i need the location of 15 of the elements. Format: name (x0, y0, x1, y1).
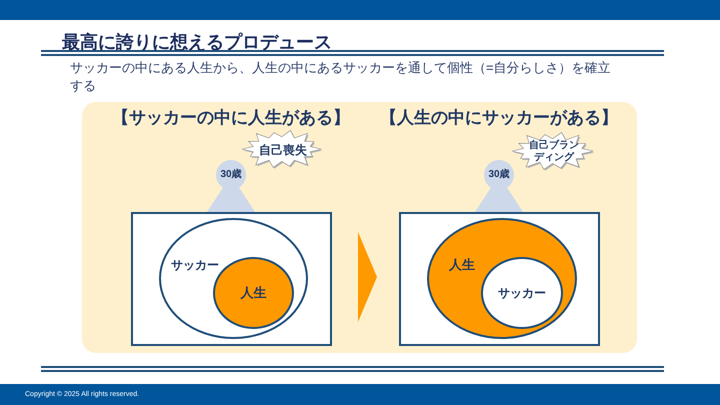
diagram-frame (131, 212, 332, 346)
ellipse-label: 人生 (240, 285, 266, 301)
section-heading: 【サッカーの中に人生がある】 (112, 107, 350, 129)
age-label: 30歳 (220, 169, 242, 181)
comparison-panel (82, 102, 637, 353)
callout-text: 自己喪失 (259, 142, 307, 158)
ellipse-label: サッカー (498, 285, 546, 301)
callout-text: 自己ブランディング (528, 140, 580, 164)
chevron-arrow (358, 232, 377, 322)
section-heading: 【人生の中にサッカーがある】 (380, 107, 618, 129)
diagram-frame (399, 212, 600, 346)
ellipse-label: 人生 (449, 257, 475, 273)
ellipse-label: サッカー (171, 257, 219, 273)
subtitle-text: サッカーの中にある人生から、人生の中にあるサッカーを通して個性（=自分らしさ）を確立する (70, 59, 612, 95)
age-label: 30歳 (488, 169, 510, 181)
